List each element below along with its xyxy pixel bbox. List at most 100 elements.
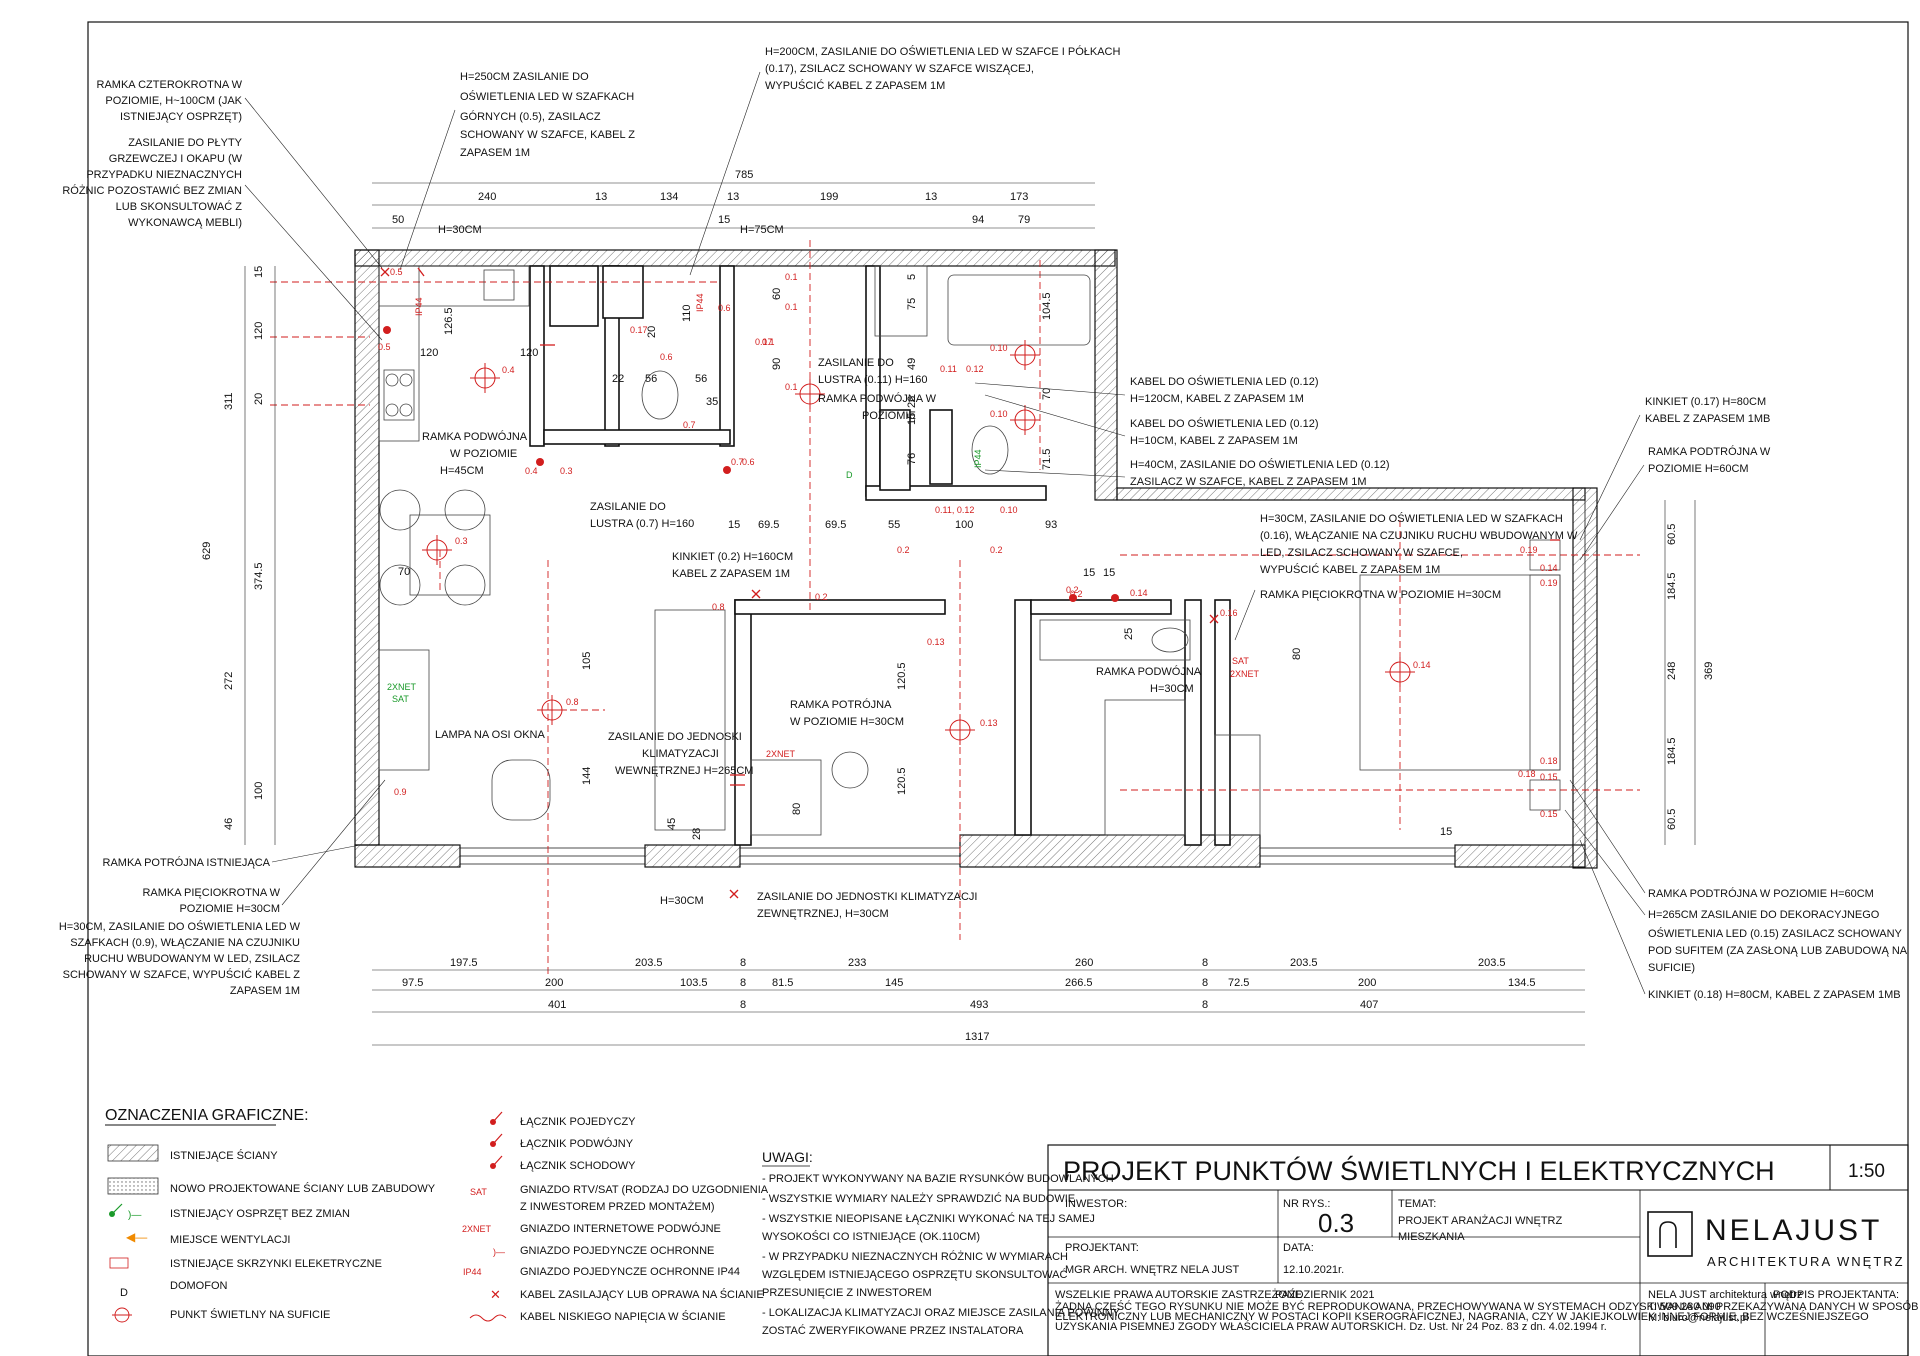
svg-text:49: 49 [906,358,918,370]
svg-text:0.18: 0.18 [1540,756,1558,766]
topic-line1: PROJEKT ARANŻACJI WNĘTRZ [1398,1214,1562,1227]
svg-text:0.17: 0.17 [630,325,648,335]
svg-text:0.4: 0.4 [525,466,538,476]
drawing-no-label: NR RYS.: [1283,1198,1330,1210]
svg-text:0.19: 0.19 [1540,578,1558,588]
svg-text:93: 93 [1045,519,1057,531]
svg-text:MIEJSCE WENTYLACJI: MIEJSCE WENTYLACJI [170,1234,290,1246]
switch-dot [383,326,391,334]
svg-text:2XNET: 2XNET [462,1224,492,1234]
ann-ramka4: RAMKA CZTEROKROTNA W POZIOMIE, H~100CM (… [97,79,243,123]
svg-text:120: 120 [253,322,265,340]
svg-text:0.16: 0.16 [1220,608,1238,618]
svg-text:◀—: ◀— [126,1230,147,1244]
topic-label: TEMAT: [1398,1198,1436,1210]
svg-text:H=265CM ZASILANIE DO DEKORACYJ: H=265CM ZASILANIE DO DEKORACYJNEGO [1648,909,1880,921]
svg-text:H=75CM: H=75CM [740,224,784,236]
svg-text:LUB SKONSULTOWAĆ Z: LUB SKONSULTOWAĆ Z [116,200,243,213]
svg-text:ZOSTAĆ ZWERYFIKOWANE PRZEZ INS: ZOSTAĆ ZWERYFIKOWANE PRZEZ INSTALATORA [762,1324,1024,1337]
svg-text:8: 8 [1202,999,1208,1011]
svg-text:NELA JUST architektura wnętrz: NELA JUST architektura wnętrz [1648,1289,1802,1301]
svg-text:203.5: 203.5 [1478,957,1506,969]
svg-text:0.14: 0.14 [1130,588,1148,598]
svg-text:0.11: 0.11 [940,364,957,374]
svg-text:0.8: 0.8 [566,697,579,707]
svg-text:SZAFKACH (0.9), WŁĄCZANIE NA C: SZAFKACH (0.9), WŁĄCZANIE NA CZUJNIKU [70,937,300,949]
ann-lampa: LAMPA NA OSI OKNA [435,729,545,741]
svg-text:0.5: 0.5 [390,267,403,277]
svg-text:15: 15 [1083,567,1095,579]
svg-text:IP44: IP44 [973,449,983,468]
dim-bottom-row1: 197.5 203.5 8 233 260 8 203.5 203.5 [450,957,1506,969]
svg-text:SAT: SAT [1232,656,1249,666]
svg-text:0.6: 0.6 [718,303,731,313]
sheet-frame [87,21,1909,1356]
svg-text:0.12: 0.12 [966,364,984,374]
svg-text:POD SUFITEM (ZA ZASŁONĄ LUB ZA: POD SUFITEM (ZA ZASŁONĄ LUB ZABUDOWĄ NA [1648,945,1908,957]
legend-swatches: )— ◀— D [107,1144,159,1323]
ceiling-lights [422,340,1415,745]
svg-text:H=10CM, KABEL Z ZAPASEM 1M: H=10CM, KABEL Z ZAPASEM 1M [1130,435,1298,447]
svg-text:120.5: 120.5 [896,662,908,690]
svg-text:WSZELKIE PRAWA AUTORSKIE ZASTR: WSZELKIE PRAWA AUTORSKIE ZASTRZEŻONE [1055,1288,1302,1301]
logo-mark-icon [1647,1211,1693,1257]
dim-inner: 126.5 120 120 22 56 56 35 110 20 60 90 7… [398,274,1452,840]
svg-text:203.5: 203.5 [635,957,663,969]
svg-text:240: 240 [478,191,496,203]
date: 12.10.2021r. [1283,1264,1344,1276]
designer-label: PROJEKTANT: [1065,1242,1139,1254]
notes-lines: - PROJEKT WYKONYWANY NA BAZIE RYSUNKÓW B… [762,1172,1121,1337]
svg-text:144: 144 [581,767,593,785]
svg-text:POZIOMIE H=30CM: POZIOMIE H=30CM [179,903,280,915]
ann-kabel012a: KABEL DO OŚWIETLENIA LED (0.12) H=120CM,… [1130,375,1319,405]
svg-text:ZASILANIE DO: ZASILANIE DO [818,357,894,369]
svg-text:69.5: 69.5 [758,519,779,531]
drawing-no: 0.3 [1318,1208,1354,1238]
svg-text:KABEL Z ZAPASEM 1M: KABEL Z ZAPASEM 1M [672,568,790,580]
ann-ramka2-poz: RAMKA PODWÓJNA W POZIOMIE [818,392,937,422]
svg-text:KABEL NISKIEGO NAPIĘCIA W ŚCIA: KABEL NISKIEGO NAPIĘCIA W ŚCIANIE [520,1310,726,1323]
svg-text:72.5: 72.5 [1228,977,1249,989]
dimension-lines [244,182,1696,1046]
svg-text:22: 22 [612,373,624,385]
svg-text:H=40CM, ZASILANIE DO OŚWIETLEN: H=40CM, ZASILANIE DO OŚWIETLENIA LED (0.… [1130,458,1390,471]
title-block-scale: 1:50 [1848,1161,1885,1182]
svg-text:97.5: 97.5 [402,977,423,989]
switch-dot [1111,594,1119,602]
svg-text:PUNKT ŚWIETLNY NA SUFICIE: PUNKT ŚWIETLNY NA SUFICIE [170,1308,330,1321]
svg-text:LED, ZSILACZ SCHOWANY W SZAFCE: LED, ZSILACZ SCHOWANY W SZAFCE, [1260,547,1463,559]
svg-text:GNIAZDO POJEDYNCZE OCHRONNE: GNIAZDO POJEDYNCZE OCHRONNE [520,1245,714,1257]
furniture [378,265,1561,836]
red-ticks [380,267,1560,899]
ann-ramka2-45: RAMKA PODWÓJNA W POZIOMIE H=45CM [422,430,528,477]
svg-text:233: 233 [848,957,866,969]
svg-text:0.7: 0.7 [731,457,744,467]
svg-text:0.10: 0.10 [990,409,1008,419]
svg-text:2XNET: 2XNET [387,682,417,692]
ann-h30-bottom: H=30CM [660,895,704,907]
svg-text:105: 105 [581,652,593,670]
svg-text:50: 50 [392,214,404,226]
svg-text:55: 55 [888,519,900,531]
svg-text:80: 80 [1291,648,1303,660]
svg-text:0.17: 0.17 [755,337,773,347]
svg-text:0.6: 0.6 [660,352,673,362]
svg-text:ŻADNA CZĘŚĆ TEGO RYSUNKU NIE M: ŻADNA CZĘŚĆ TEGO RYSUNKU NIE MOŻE BYĆ RE… [1055,1300,1918,1313]
svg-text:100: 100 [955,519,973,531]
svg-text:35: 35 [706,396,718,408]
svg-text:0.15: 0.15 [1540,809,1558,819]
svg-text:KABEL ZASILAJĄCY LUB OPRAWA NA: KABEL ZASILAJĄCY LUB OPRAWA NA ŚCIANIE [520,1288,764,1301]
svg-text:401: 401 [548,999,566,1011]
title-block [1047,1144,1909,1356]
ann-h200: H=200CM, ZASILANIE DO OŚWIETLENIA LED W … [765,45,1121,92]
svg-text:120: 120 [520,347,538,359]
svg-text:81.5: 81.5 [772,977,793,989]
red-symbols: 0.5 0.5 0.4 0.4 0.3 0.3 0.6 0.6 0.7 0.7 … [378,267,1558,819]
svg-text:103.5: 103.5 [680,977,708,989]
svg-text:110: 110 [681,304,693,322]
svg-text:90: 90 [771,358,783,370]
svg-text:69.5: 69.5 [825,519,846,531]
svg-text:200: 200 [545,977,563,989]
svg-text:0.1: 0.1 [785,272,798,282]
svg-text:SCHOWANY W SZAFCE, WYPUŚCIĆ KA: SCHOWANY W SZAFCE, WYPUŚCIĆ KABEL Z [63,968,301,981]
